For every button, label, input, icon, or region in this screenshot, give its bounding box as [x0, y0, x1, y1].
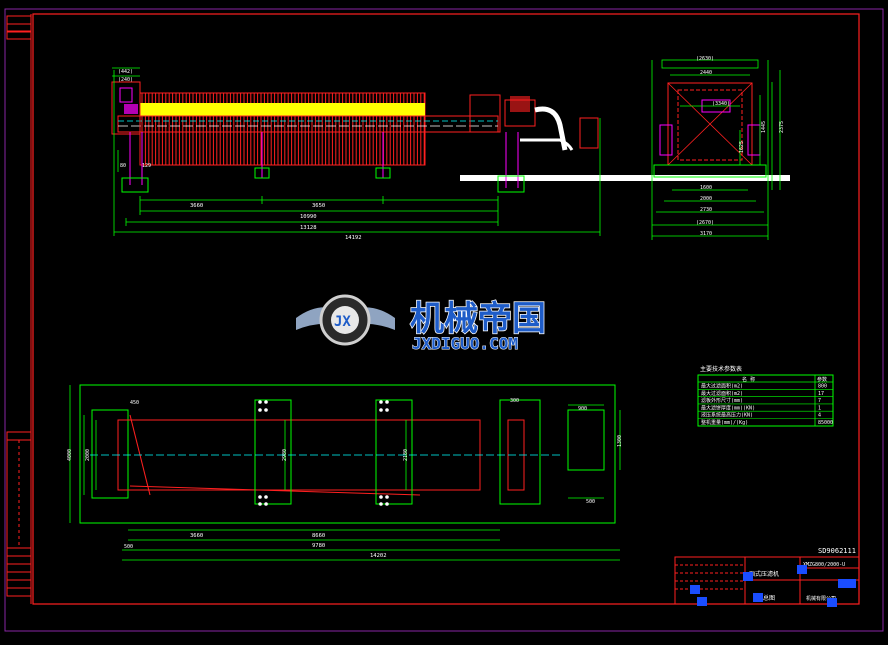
spec-header-name: 名 称 — [742, 376, 755, 383]
plate-stack-upper — [140, 103, 425, 116]
title-block: XMZG800/2000-U 厢式压滤机 总图 机械有限公司 — [674, 556, 860, 607]
side-dim-h3: 1625 — [739, 141, 745, 153]
spec-row-name: 滤板外形尺寸(mm) — [701, 397, 743, 404]
watermark-cn-text: 机械帝国 — [410, 299, 546, 339]
plan-dim-c: 8660 — [312, 533, 325, 539]
spec-row-value: 85000 — [818, 420, 833, 426]
spec-row-value: 800 — [818, 384, 827, 390]
spec-row-value: 1 — [818, 405, 821, 411]
plan-dim-k: 900 — [578, 406, 587, 412]
plan-dim-a: 450 — [130, 400, 139, 406]
front-dim-a: (442) — [118, 69, 133, 75]
spec-row-name: 最大过滤面积(m2) — [701, 390, 743, 397]
left-margin-stamps — [6, 14, 32, 604]
front-elevation-view: 3660 3650 10990 13128 14192 (442) (240) … — [111, 67, 790, 241]
spec-table-title: 主要技术参数表 — [700, 365, 742, 373]
side-dim-w3: 1600 — [700, 185, 712, 191]
side-dim-w1: (3340) — [712, 101, 730, 107]
front-dim-d: 3650 — [312, 203, 325, 209]
side-dim-top: (2630) — [696, 56, 714, 62]
title-block-name: 厢式压滤机 — [749, 570, 779, 578]
side-dim-w4: 2000 — [700, 196, 712, 202]
side-dim-h1: 1445 — [761, 121, 767, 133]
watermark-logo: JX 机械帝国 JXDIGUO.COM — [296, 294, 547, 354]
selection-grips[interactable] — [690, 565, 856, 607]
spec-row-value: 7 — [818, 398, 821, 404]
spec-row-name: 液压系统最高压力(KN) — [701, 412, 753, 419]
plan-dim-f: 500 — [124, 544, 133, 550]
side-dim-w7: 3170 — [700, 231, 712, 237]
drawing-number: SD9062111 — [818, 547, 856, 555]
spec-row-name: 整机重量(mm)/(Kg) — [701, 419, 748, 426]
watermark-url-text: JXDIGUO.COM — [412, 334, 518, 353]
front-dim-g: 14192 — [345, 235, 362, 241]
front-dim-f: 13128 — [300, 225, 317, 231]
spec-row-value: 17 — [818, 391, 824, 397]
plan-dim-e: 14202 — [370, 553, 387, 559]
front-dim-i: 80 — [120, 163, 126, 169]
front-dim-b: (240) — [118, 77, 133, 83]
watermark-logo-mark: JX — [334, 314, 351, 330]
side-dim-h2: 2375 — [779, 121, 785, 133]
plan-dim-i: 2180 — [403, 449, 409, 461]
spec-header-value: 参数 — [817, 376, 827, 383]
front-dim-c: 3660 — [190, 203, 203, 209]
plan-dim-b: 3660 — [190, 533, 203, 539]
side-dim-w5: 2730 — [700, 207, 712, 213]
spec-row-value: 4 — [818, 413, 821, 419]
plan-dim-j: 1300 — [617, 435, 623, 447]
plan-dim-n: 4000 — [67, 449, 73, 461]
side-dim-w2: 2440 — [700, 70, 712, 76]
title-block-sheet: 总图 — [763, 594, 775, 602]
side-elevation-view: (2630) (3340) 2440 1600 2000 2730 (2670)… — [651, 56, 785, 240]
spec-row-name: 最大过滤面积(m2) — [701, 383, 743, 390]
sheet-inner-border — [32, 13, 860, 605]
plan-view: 450 3660 8660 9780 14202 500 2980 2000 2… — [67, 384, 623, 561]
plan-dim-g: 2980 — [282, 449, 288, 461]
plan-dim-d: 9780 — [312, 543, 325, 549]
frame-border — [4, 8, 884, 632]
front-dim-e: 10990 — [300, 214, 317, 220]
spec-row-name: 最大滤饼厚度(mm)(KN) — [701, 404, 755, 411]
title-block-code: XMZG800/2000-U — [803, 562, 845, 568]
spec-table: 主要技术参数表 名 称 参数 最大过滤面积(m2) 800 最大过滤面积(m2) 17… — [697, 365, 834, 427]
title-block-company: 机械有限公司 — [806, 595, 836, 602]
plan-dim-m: 300 — [510, 398, 519, 404]
side-dim-w6: (2670) — [696, 220, 714, 226]
plan-dim-l: 500 — [586, 499, 595, 505]
plan-dim-h: 2000 — [85, 449, 91, 461]
front-dim-h: 129 — [142, 163, 151, 169]
